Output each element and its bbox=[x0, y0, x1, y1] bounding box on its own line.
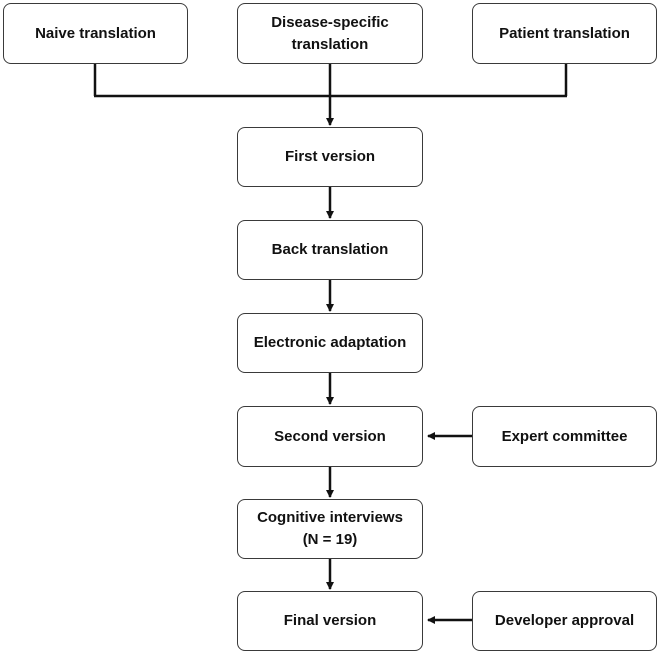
expert-committee-box: Expert committee bbox=[472, 406, 657, 467]
final-version-box: Final version bbox=[237, 591, 423, 651]
first-version-box: First version bbox=[237, 127, 423, 187]
electronic-adaptation-box: Electronic adaptation bbox=[237, 313, 423, 373]
cognitive-interviews-box: Cognitive interviews (N = 19) bbox=[237, 499, 423, 559]
developer-approval-box: Developer approval bbox=[472, 591, 657, 651]
second-version-box: Second version bbox=[237, 406, 423, 467]
disease-specific-translation-box: Disease-specific translation bbox=[237, 3, 423, 64]
back-translation-box: Back translation bbox=[237, 220, 423, 280]
naive-translation-box: Naive translation bbox=[3, 3, 188, 64]
patient-translation-box: Patient translation bbox=[472, 3, 657, 64]
